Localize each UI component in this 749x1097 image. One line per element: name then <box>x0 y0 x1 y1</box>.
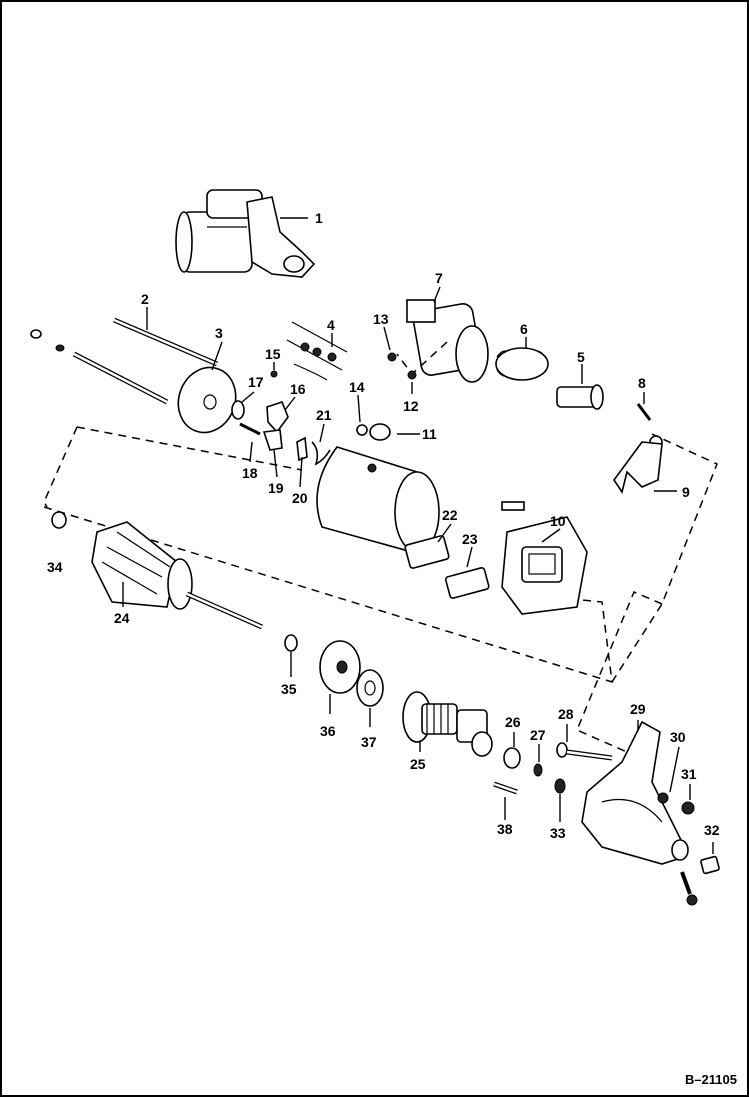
part-bushing <box>51 511 67 529</box>
part-thrust-collar <box>319 640 384 727</box>
callout-28: 28 <box>558 706 574 722</box>
callout-18: 18 <box>242 465 258 481</box>
callout-17: 17 <box>248 374 264 390</box>
callout-35: 35 <box>281 681 297 697</box>
callout-4: 4 <box>327 317 335 333</box>
callout-24: 24 <box>114 610 130 626</box>
callout-23: 23 <box>462 531 478 547</box>
part-end-cap <box>177 341 237 434</box>
callout-25: 25 <box>410 756 426 772</box>
part-drive-assembly <box>402 691 493 757</box>
callout-31: 31 <box>681 766 697 782</box>
callout-37: 37 <box>361 734 377 750</box>
callout-32: 32 <box>704 822 720 838</box>
callout-11: 11 <box>422 426 437 442</box>
callout-13: 13 <box>373 311 389 327</box>
callout-2: 2 <box>141 291 149 307</box>
figure-reference-number: B–21105 <box>684 1072 737 1087</box>
callout-5: 5 <box>577 349 585 365</box>
callout-14: 14 <box>349 379 365 395</box>
callout-16: 16 <box>290 381 306 397</box>
callout-19: 19 <box>268 480 284 496</box>
part-armature <box>91 521 264 630</box>
callout-21: 21 <box>316 407 332 423</box>
callout-1: 1 <box>315 210 323 226</box>
part-spring <box>495 337 549 381</box>
callout-36: 36 <box>320 723 336 739</box>
part-frame-hardware <box>356 352 420 441</box>
part-through-bolt <box>113 307 218 367</box>
callout-34: 34 <box>47 559 63 575</box>
part-brush-holder <box>501 501 588 615</box>
callout-33: 33 <box>550 825 566 841</box>
callout-7: 7 <box>435 270 443 286</box>
callout-30: 30 <box>670 729 686 745</box>
callout-10: 10 <box>550 513 566 529</box>
part-drive-housing <box>581 720 689 865</box>
callout-20: 20 <box>292 490 308 506</box>
part-field-frame <box>316 446 440 553</box>
part-shift-lever <box>613 392 677 494</box>
callout-3: 3 <box>215 325 223 341</box>
callout-6: 6 <box>520 321 528 337</box>
part-long-bolt <box>30 329 169 405</box>
part-pole-shoes <box>404 535 490 599</box>
callout-9: 9 <box>682 484 690 500</box>
part-solenoid <box>396 299 489 383</box>
callout-15: 15 <box>265 346 281 362</box>
part-small-hardware <box>231 370 331 466</box>
part-retainer <box>284 634 298 652</box>
leader-lines <box>241 286 561 568</box>
part-mounting-bolt <box>556 724 613 761</box>
part-drive-hardware <box>493 732 566 822</box>
callout-labels: 1 2 3 4 5 6 7 8 9 10 11 12 13 14 15 16 1… <box>47 210 720 841</box>
part-starter-assembly <box>175 189 316 278</box>
assembly-guide-line <box>43 426 718 753</box>
callout-27: 27 <box>530 727 546 743</box>
part-plunger <box>556 364 604 410</box>
callout-29: 29 <box>630 701 646 717</box>
callout-8: 8 <box>638 375 646 391</box>
callout-22: 22 <box>442 507 458 523</box>
part-housing-hardware <box>657 746 720 906</box>
callout-38: 38 <box>497 821 513 837</box>
part-brush-set <box>286 321 348 381</box>
callout-12: 12 <box>403 398 419 414</box>
callout-26: 26 <box>505 714 521 730</box>
